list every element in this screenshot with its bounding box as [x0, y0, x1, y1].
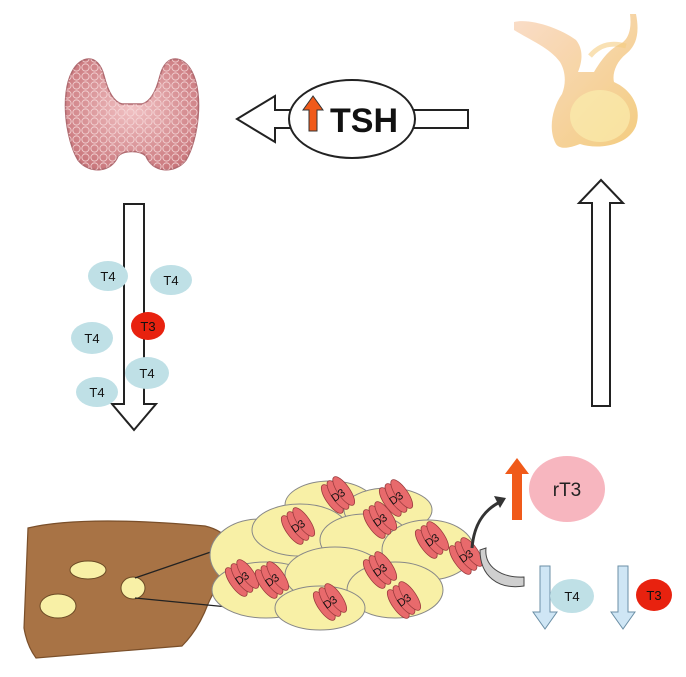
hormone-bubble-t3: T3 [636, 579, 672, 611]
hormone-bubble-t4: T4 [550, 579, 594, 613]
d3-enzyme: D3 [320, 476, 356, 514]
rt3-increase-arrow [505, 458, 529, 520]
d3-enzyme: D3 [254, 561, 290, 599]
d3-enzyme: D3 [312, 583, 348, 621]
secretion-down-arrow [109, 203, 159, 432]
liver-icon [23, 520, 232, 659]
t4-decrease-arrow [532, 565, 558, 630]
tsh-ellipse [288, 79, 416, 159]
secreted-hormones: T4 T4 T4 T3 T4 T4 [71, 261, 192, 407]
svg-text:T4: T4 [163, 273, 178, 288]
feedback-up-arrow [576, 178, 626, 407]
rt3-conversion-arrow [470, 500, 501, 549]
rt3-bubble [529, 456, 605, 522]
t3-decrease-arrow [610, 565, 636, 630]
d3-enzyme: D3 [280, 507, 316, 545]
svg-text:T3: T3 [140, 319, 155, 334]
svg-text:T4: T4 [139, 366, 154, 381]
d3-enzyme: D3 [448, 537, 484, 575]
d3-enzyme: D3 [362, 501, 398, 539]
hormone-bubble-t4: T4 [76, 377, 118, 407]
output-curve-arrow [479, 547, 525, 588]
d3-enzyme: D3 [386, 581, 422, 619]
rt3-label: rT3 [553, 480, 582, 501]
svg-text:T4: T4 [564, 589, 579, 604]
d3-enzyme: D3 [362, 551, 398, 589]
tsh-increase-arrow [302, 95, 324, 132]
d3-enzyme: D3 [414, 521, 450, 559]
hormone-bubble-t4: T4 [88, 261, 128, 291]
svg-text:T4: T4 [100, 269, 115, 284]
tsh-label: TSH [330, 102, 398, 140]
hormone-bubble-t4: T4 [71, 322, 113, 354]
hormone-bubble-t3: T3 [131, 312, 165, 340]
hormone-bubble-t4: T4 [125, 357, 169, 389]
svg-text:T4: T4 [89, 385, 104, 400]
pituitary-gland-icon [514, 14, 638, 148]
svg-text:T4: T4 [84, 331, 99, 346]
thyroid-gland-icon [64, 58, 200, 171]
hormone-bubble-t4: T4 [150, 265, 192, 295]
svg-text:T3: T3 [646, 588, 661, 603]
d3-enzyme: D3 [224, 559, 260, 597]
d3-enzyme: D3 [378, 479, 414, 517]
